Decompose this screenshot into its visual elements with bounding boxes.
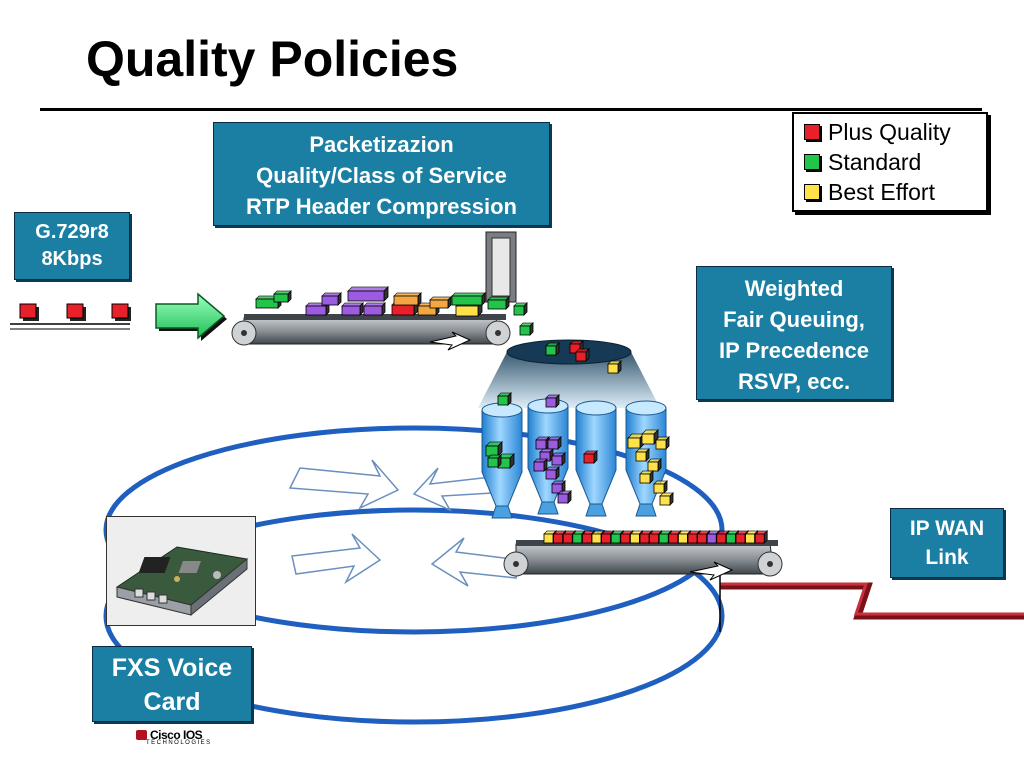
output-conveyor <box>503 530 783 581</box>
input-packet-stream <box>10 303 131 330</box>
packet-icon <box>627 433 645 449</box>
page-title: Quality Policies <box>86 31 459 87</box>
queuing-line-2: Fair Queuing, <box>723 307 865 332</box>
queuing-box: Weighted Fair Queuing, IP Precedence RSV… <box>696 266 892 400</box>
packet-icon <box>485 441 503 457</box>
packet-icon <box>533 458 548 472</box>
legend-label: Standard <box>828 149 922 175</box>
router-symbol <box>103 425 725 725</box>
packet-icon <box>607 360 622 374</box>
codec-box: G.729r8 8Kbps <box>14 212 130 280</box>
router-arrow-icon <box>288 459 400 510</box>
voice-card-box: FXS Voice Card <box>92 646 252 722</box>
packet-icon <box>635 448 650 462</box>
packet-icon <box>545 394 560 408</box>
packet-icon <box>545 342 560 356</box>
legend-swatch-red <box>804 124 820 140</box>
packetization-conveyor <box>231 231 534 351</box>
packet-icon <box>551 452 566 466</box>
belt-direction-arrow-icon <box>689 561 734 581</box>
packetization-line-2: Quality/Class of Service <box>256 163 507 188</box>
router-arrow-icon <box>430 537 521 587</box>
packet-icon <box>487 454 502 468</box>
title-divider <box>40 108 982 111</box>
packet-icon <box>641 429 659 445</box>
packetization-line-1: Packetizazion <box>309 132 454 157</box>
legend-label: Best Effort <box>828 179 935 205</box>
packet-icon <box>535 436 550 450</box>
packet-icon <box>551 480 566 494</box>
packet-icon <box>363 302 386 316</box>
packet-icon <box>754 530 769 544</box>
voice-packet-icon <box>19 303 39 321</box>
input-arrow-icon <box>155 292 227 341</box>
packet-icon <box>273 290 292 303</box>
packet-icon <box>341 302 364 316</box>
legend-swatch-yellow <box>804 184 820 200</box>
packet-icon <box>519 322 534 336</box>
voice-card-line-2: Card <box>143 688 201 716</box>
packet-icon <box>545 466 560 480</box>
packet-icon <box>547 436 562 450</box>
packetization-box: Packetizazion Quality/Class of Service R… <box>213 122 550 226</box>
queuing-line-4: RSVP, ecc. <box>737 369 851 394</box>
packet-icon <box>487 296 510 310</box>
packet-icon <box>557 490 572 504</box>
voice-packet-icon <box>111 303 131 321</box>
voice-card-line-1: FXS Voice <box>111 654 233 682</box>
queue-packets <box>485 340 674 506</box>
packet-icon <box>659 492 674 506</box>
wan-box: IP WAN Link <box>890 508 1004 578</box>
cisco-logo-icon <box>136 730 147 740</box>
queuing-funnel <box>478 339 674 519</box>
legend-swatch-green <box>804 154 820 170</box>
packet-icon <box>639 470 654 484</box>
logo-subtitle: TECHNOLOGIES <box>146 740 212 746</box>
packet-icon <box>655 436 670 450</box>
packet-icon <box>583 450 598 464</box>
wan-line-2: Link <box>925 546 969 569</box>
packet-icon <box>513 302 528 316</box>
codec-line-1: G.729r8 <box>35 221 109 243</box>
wan-line-1: IP WAN <box>909 517 985 540</box>
codec-line-2: 8Kbps <box>41 248 103 270</box>
belt-direction-arrow-icon <box>429 331 472 351</box>
legend: Plus Quality Standard Best Effort <box>792 112 988 212</box>
packet-icon <box>393 292 422 306</box>
packet-icon <box>497 392 512 406</box>
legend-label: Plus Quality <box>828 119 951 145</box>
packet-icon <box>429 296 452 309</box>
router-arrow-icon <box>291 533 382 585</box>
packet-icon <box>321 292 342 306</box>
wan-link-line <box>719 570 1024 632</box>
voice-packet-icon <box>66 303 86 321</box>
output-conveyor-packets <box>543 530 769 544</box>
fxs-voice-card-photo <box>106 516 256 626</box>
packet-icon <box>653 480 668 494</box>
packet-icon <box>647 458 662 472</box>
packet-icon <box>451 292 486 306</box>
packetization-line-3: RTP Header Compression <box>245 194 517 219</box>
cisco-ios-logo: Cisco IOS TECHNOLOGIES <box>136 728 212 750</box>
queuing-line-1: Weighted <box>744 276 844 301</box>
logo-brand: Cisco IOS <box>150 728 203 742</box>
top-conveyor-packets <box>255 286 534 336</box>
packet-icon <box>347 286 389 302</box>
queuing-line-3: IP Precedence <box>718 338 870 363</box>
packet-icon <box>575 348 590 362</box>
